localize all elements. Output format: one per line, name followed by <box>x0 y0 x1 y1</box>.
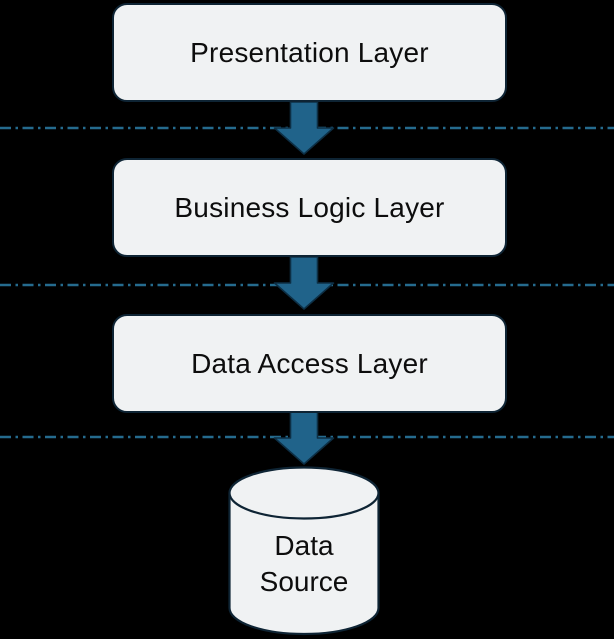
cylinder-body-outline <box>228 493 380 636</box>
business-logic-layer-box: Business Logic Layer <box>112 158 507 257</box>
cylinder-top-outline <box>228 466 380 520</box>
data-access-layer-box: Data Access Layer <box>112 314 507 413</box>
down-arrow-icon <box>273 257 335 310</box>
layer-separator-line <box>0 283 614 287</box>
presentation-layer-label: Presentation Layer <box>190 36 429 68</box>
cylinder-body <box>229 493 379 634</box>
data-source-label: Data Source <box>259 530 349 597</box>
layer-separator-line <box>0 126 614 130</box>
down-arrow-icon <box>273 412 335 465</box>
presentation-layer-box: Presentation Layer <box>112 3 507 102</box>
cylinder-top <box>229 467 379 519</box>
down-arrow-icon <box>273 102 335 155</box>
arrow-outline <box>273 102 335 155</box>
arrow-outline <box>273 257 335 310</box>
data-access-layer-label: Data Access Layer <box>191 347 428 379</box>
business-logic-layer-label: Business Logic Layer <box>174 191 445 223</box>
arrow-outline <box>273 412 335 465</box>
database-cylinder-icon <box>228 466 380 636</box>
layer-separator-line <box>0 435 614 439</box>
